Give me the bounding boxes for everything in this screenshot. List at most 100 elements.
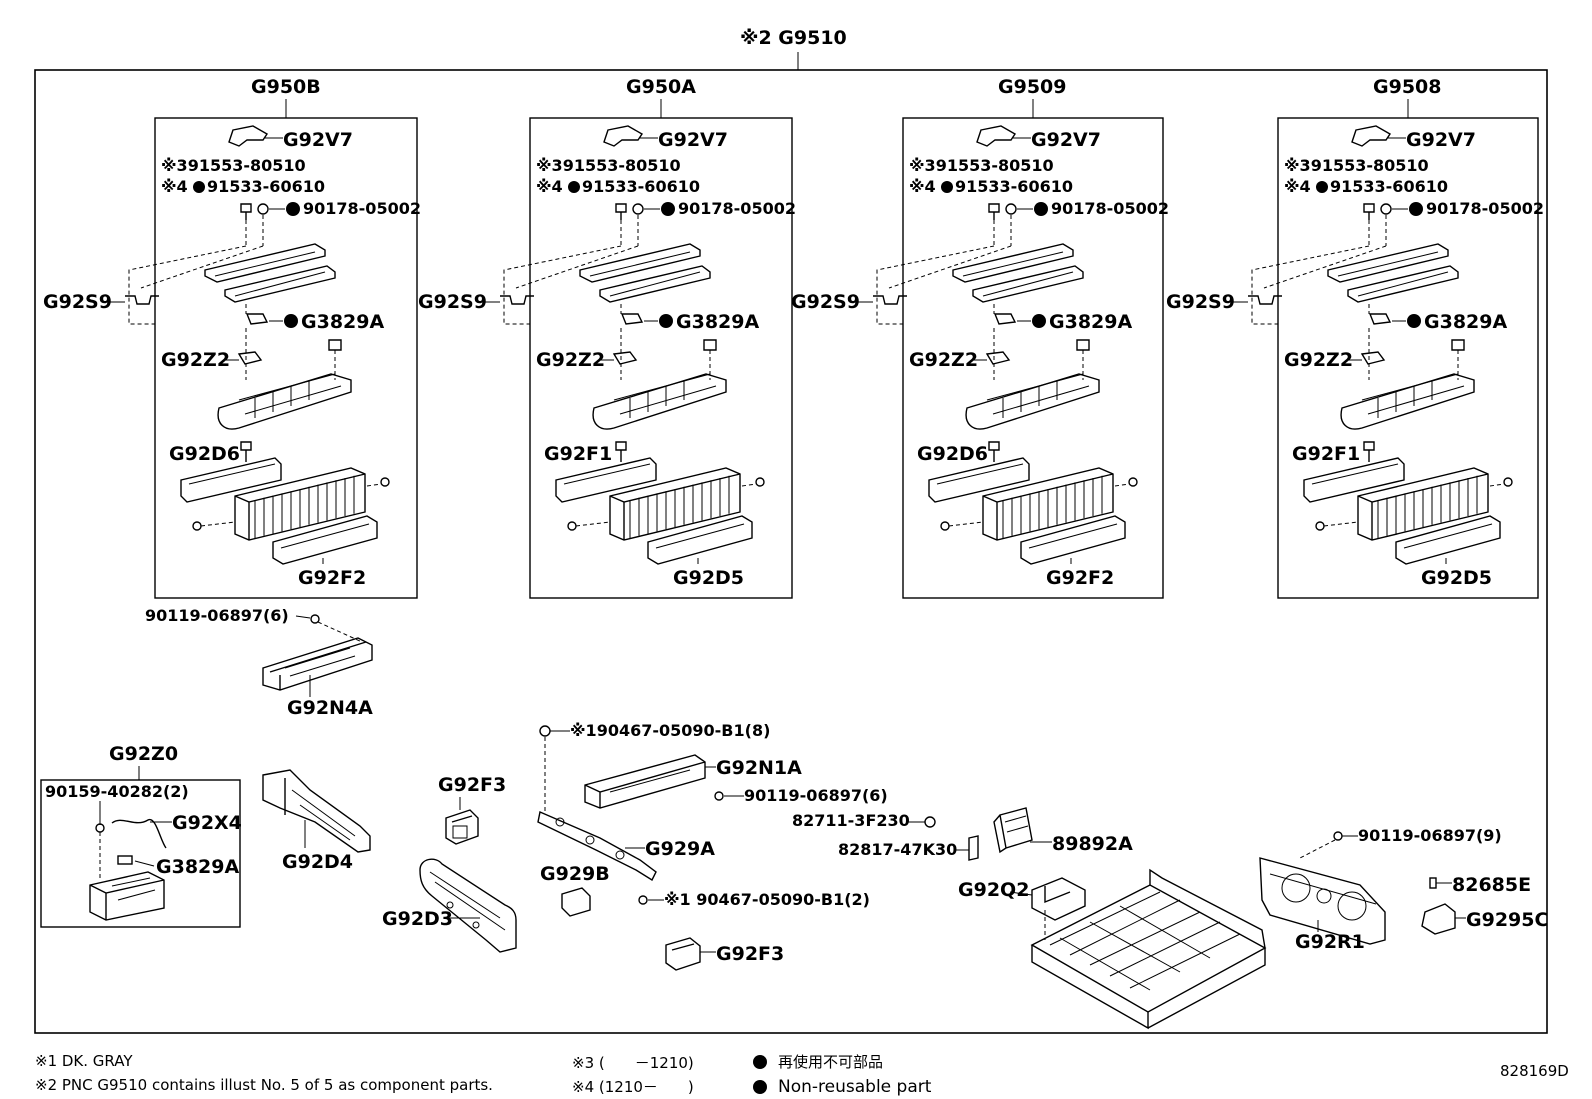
clip-label[interactable]: G92S9	[43, 291, 112, 313]
part-p3-label[interactable]: ※391553-80510	[161, 156, 306, 175]
bolt-929-label[interactable]: ※1 90467-05090-B1(2)	[664, 890, 870, 909]
module-1[interactable]: G950B G92V7 ※391553-80510 ※4 91533-60610 9017…	[43, 76, 421, 599]
d3-label[interactable]: G92D3	[382, 908, 453, 930]
n4a-label[interactable]: G92N4A	[287, 697, 373, 719]
p82711-label[interactable]: 82711-3F230	[792, 811, 910, 830]
cover2-label[interactable]: G92D5	[673, 567, 744, 589]
module-code[interactable]: G9509	[998, 76, 1066, 98]
cover1-label[interactable]: G92D6	[917, 443, 988, 465]
part-p3-label[interactable]: ※391553-80510	[536, 156, 681, 175]
b929-label[interactable]: G929B	[540, 863, 610, 885]
note-4: ※4 (1210－ )	[572, 1078, 694, 1096]
tab-label[interactable]: G3829A	[1424, 311, 1507, 333]
clamp-label[interactable]: G92Z2	[1284, 349, 1353, 371]
cover2-label[interactable]: G92D5	[1421, 567, 1492, 589]
cover2-label[interactable]: G92F2	[298, 567, 366, 589]
clip-label[interactable]: G92S9	[418, 291, 487, 313]
part-p4-prefix[interactable]: ※4	[536, 177, 563, 196]
clamp-label[interactable]: G92Z2	[909, 349, 978, 371]
module-code[interactable]: G950A	[626, 76, 696, 98]
part-g92d4[interactable]: G92D4	[262, 769, 371, 873]
tab-label[interactable]: G3829A	[1049, 311, 1132, 333]
z0-bolt-label[interactable]: 90159-40282(2)	[45, 782, 189, 801]
bracket-g92n4a[interactable]: 90119-06897(6) G92N4A	[145, 606, 373, 719]
note-1: ※1 DK. GRAY	[35, 1052, 133, 1070]
c9295-label[interactable]: G9295C	[1466, 909, 1548, 931]
z0-label[interactable]: G92Z0	[109, 743, 178, 765]
clip-label[interactable]: G92S9	[791, 291, 860, 313]
part-p4-prefix[interactable]: ※4	[1284, 177, 1311, 196]
p89892-label[interactable]: 89892A	[1052, 833, 1133, 855]
cover1-label[interactable]: G92F1	[544, 443, 612, 465]
part-g92n1a-group[interactable]: ※190467-05090-B1(8) G92N1A 90119-06897(6…	[537, 721, 888, 917]
p82817-label[interactable]: 82817-47K30	[838, 840, 957, 859]
main-assembly-label[interactable]: ※2 G9510	[740, 27, 847, 49]
cover1-label[interactable]: G92D6	[169, 443, 240, 465]
nonreusable-dot	[568, 181, 580, 193]
f3b-label[interactable]: G92F3	[716, 943, 784, 965]
part-p4-label[interactable]: 91533-60610	[207, 177, 325, 196]
d4-label[interactable]: G92D4	[282, 851, 353, 873]
nut-label[interactable]: 90178-05002	[1426, 199, 1544, 218]
cover1-label[interactable]: G92F1	[1292, 443, 1360, 465]
module-code[interactable]: G950B	[251, 76, 321, 98]
outer-frame	[34, 69, 1548, 1034]
r1-label[interactable]: G92R1	[1295, 931, 1365, 953]
nut-label[interactable]: 90178-05002	[303, 199, 421, 218]
nonreusable-dot	[1316, 181, 1328, 193]
small-parts-right-center[interactable]: 82711-3F230 82817-47K30 89892A	[792, 807, 1133, 861]
part-g92r1[interactable]: 90119-06897(9) G92R1 82685E G9295C	[1259, 826, 1548, 953]
f3a-label[interactable]: G92F3	[438, 774, 506, 796]
bracket-label[interactable]: G92V7	[658, 129, 728, 151]
part-g92d3[interactable]: G92D3	[382, 858, 517, 953]
bracket-label[interactable]: G92V7	[1406, 129, 1476, 151]
z0-tab-label[interactable]: G3829A	[156, 856, 239, 878]
a929-label[interactable]: G929A	[645, 838, 715, 860]
module-code[interactable]: G9508	[1373, 76, 1441, 98]
nonreusable-dot	[661, 202, 675, 216]
tab-label[interactable]: G3829A	[676, 311, 759, 333]
clamp-label[interactable]: G92Z2	[536, 349, 605, 371]
tab-label[interactable]: G3829A	[301, 311, 384, 333]
bullet-en	[753, 1080, 767, 1094]
bracket-label[interactable]: G92V7	[1031, 129, 1101, 151]
q2-label[interactable]: G92Q2	[958, 879, 1029, 901]
nonreusable-dot	[1034, 202, 1048, 216]
part-p3-label[interactable]: ※391553-80510	[909, 156, 1054, 175]
part-p4-prefix[interactable]: ※4	[909, 177, 936, 196]
part-g92f3-upper[interactable]: G92F3	[438, 774, 506, 845]
nonreusable-dot	[284, 314, 298, 328]
bolt-r1-label[interactable]: 90119-06897(9)	[1358, 826, 1502, 845]
bolt-n1a-label[interactable]: 90119-06897(6)	[744, 786, 888, 805]
nut-label[interactable]: 90178-05002	[1051, 199, 1169, 218]
part-p4-label[interactable]: 91533-60610	[955, 177, 1073, 196]
cover2-label[interactable]: G92F2	[1046, 567, 1114, 589]
footer-notes: ※1 DK. GRAY ※2 PNC G9510 contains illust…	[35, 1052, 1569, 1097]
p82685-label[interactable]: 82685E	[1452, 874, 1531, 896]
part-p4-label[interactable]: 91533-60610	[1330, 177, 1448, 196]
module-2[interactable]: G950A G92V7 ※391553-80510 ※4 91533-60610 9017…	[418, 76, 796, 599]
part-p4-label[interactable]: 91533-60610	[582, 177, 700, 196]
battery-tray[interactable]: G92Q2	[958, 868, 1267, 1030]
nonreusable-dot	[286, 202, 300, 216]
part-p3-label[interactable]: ※391553-80510	[1284, 156, 1429, 175]
x4-label[interactable]: G92X4	[172, 812, 242, 834]
nonreusable-dot	[1407, 314, 1421, 328]
part-g92f3-lower[interactable]: G92F3	[665, 937, 784, 971]
bolt-top-label[interactable]: ※190467-05090-B1(8)	[570, 721, 770, 740]
clamp-label[interactable]: G92Z2	[161, 349, 230, 371]
note-3: ※3 ( －1210)	[572, 1054, 694, 1072]
nut-label[interactable]: 90178-05002	[678, 199, 796, 218]
bracket-label[interactable]: G92V7	[283, 129, 353, 151]
n1a-label[interactable]: G92N1A	[716, 757, 802, 779]
nonreusable-dot	[659, 314, 673, 328]
g92z0-group[interactable]: G92Z0 90159-40282(2) G92X4 G3829A	[40, 743, 242, 928]
legend-en: Non-reusable part	[778, 1077, 932, 1097]
part-p4-prefix[interactable]: ※4	[161, 177, 188, 196]
legend-jp: 再使用不可部品	[778, 1053, 883, 1071]
clip-label[interactable]: G92S9	[1166, 291, 1235, 313]
bolt-n4a-label[interactable]: 90119-06897(6)	[145, 606, 289, 625]
